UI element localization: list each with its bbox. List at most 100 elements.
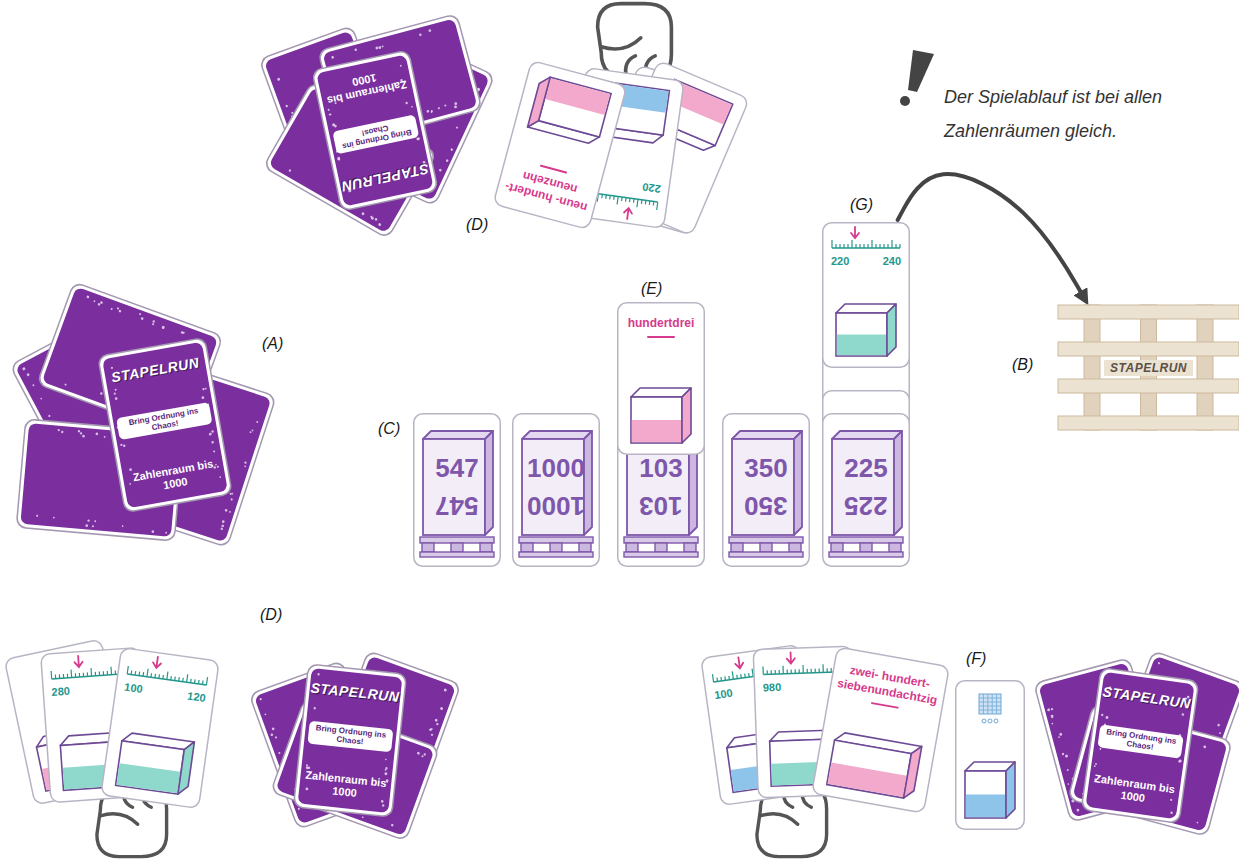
pallet-card: 10001000 <box>512 413 600 567</box>
card-dot <box>1094 765 1096 767</box>
pallet-block <box>860 543 872 552</box>
pallet-deck <box>624 537 698 543</box>
pallet-card: 225225 <box>822 413 910 567</box>
pallet-number: 350 <box>744 455 787 481</box>
box-fill <box>837 335 886 356</box>
box-side <box>528 75 551 129</box>
scale-number: 240 <box>883 255 901 267</box>
card-face <box>618 303 705 455</box>
card-dot <box>451 149 454 152</box>
card-dot <box>417 137 420 140</box>
card-dot <box>436 723 439 726</box>
box-fill <box>966 795 1005 818</box>
card-dot <box>381 799 384 802</box>
pallet-block <box>626 543 638 552</box>
card-dot <box>375 46 378 49</box>
card-dot <box>117 307 120 310</box>
card-art <box>822 413 910 567</box>
card-dot <box>259 698 262 701</box>
card-back: STAPELRUNBring Ordnung ins Chaos!Zahlenr… <box>293 663 408 818</box>
ruler-tick <box>70 670 72 678</box>
word-underline <box>541 166 566 173</box>
card-dot <box>229 493 232 496</box>
callout-letter: (B) <box>1012 356 1033 374</box>
card-dot <box>140 317 143 320</box>
card-dot <box>120 443 123 446</box>
card-art <box>722 413 810 567</box>
card-dot <box>32 384 35 387</box>
pallet-number: 103 <box>639 455 682 481</box>
ruler-tick <box>90 668 92 676</box>
ruler-tick <box>716 678 718 682</box>
grid-line <box>992 694 993 714</box>
card-face <box>101 648 219 809</box>
card-dot <box>354 48 357 51</box>
ruler-tick <box>641 200 643 204</box>
card-dot <box>431 733 434 736</box>
ruler-tick <box>187 674 188 682</box>
ruler-tick <box>629 198 631 202</box>
exclamation-dot <box>900 96 910 106</box>
ruler-tick <box>617 197 618 205</box>
card-dot <box>1050 714 1053 717</box>
card-dot <box>400 64 402 66</box>
card-dot <box>1051 723 1053 725</box>
card-dot <box>443 688 447 692</box>
card-dot <box>152 320 155 323</box>
number-line-card: 100120 <box>100 647 220 809</box>
card-dot <box>426 110 429 113</box>
card-dot <box>1076 808 1079 811</box>
grid-line <box>983 694 984 714</box>
ruler-tick <box>142 672 144 676</box>
number-word: hundertdrei <box>623 316 699 331</box>
board-logo: STAPELRUN <box>1104 360 1193 376</box>
ruler-tick <box>75 673 76 677</box>
pallet-number: 547 <box>435 493 478 519</box>
card-art <box>822 222 910 368</box>
card-dot <box>450 148 453 151</box>
ruler-tick <box>822 664 823 672</box>
ruler-tick <box>605 195 607 199</box>
scale-number: 220 <box>642 181 662 196</box>
ruler-tick <box>621 197 623 201</box>
pallet-block <box>480 543 492 552</box>
card-dot <box>337 158 339 160</box>
ruler-tick <box>855 244 856 248</box>
card-dot <box>251 429 253 431</box>
ruler-tick <box>649 201 651 205</box>
card-dot <box>61 431 64 434</box>
card-dot <box>264 713 266 715</box>
pallet-base <box>519 552 593 557</box>
card-dot <box>224 509 227 512</box>
grid-dot <box>994 719 998 723</box>
callout-letter: (F) <box>966 650 986 668</box>
box-front <box>732 439 794 535</box>
pallet-deck <box>420 537 494 543</box>
card-face <box>493 61 627 230</box>
ruler-tick <box>843 244 844 248</box>
card-edge <box>311 49 439 212</box>
box-side <box>682 388 691 443</box>
ruler-tick <box>895 244 896 248</box>
ruler-tick <box>724 676 726 680</box>
card-dot <box>440 707 444 711</box>
ruler-tick <box>811 669 812 673</box>
ruler-tick <box>601 194 603 198</box>
ruler-tick <box>859 244 860 248</box>
card-dot <box>444 104 447 107</box>
card-dot <box>378 223 382 227</box>
card-dot <box>1105 715 1108 718</box>
box-front <box>832 439 894 535</box>
ruler-tick <box>55 675 56 679</box>
ruler-tick <box>762 666 763 674</box>
card-dot <box>114 392 116 394</box>
ruler-pointer <box>152 656 161 668</box>
card-dot <box>362 816 364 818</box>
card-dot <box>417 752 421 756</box>
callout-letter: (C) <box>378 420 400 438</box>
card-dot <box>446 159 449 162</box>
card-dot <box>213 450 215 452</box>
card-back <box>102 342 228 508</box>
card-dot <box>288 169 291 172</box>
rule-note: Der Spielablauf ist bei allen Zahlenräum… <box>944 80 1236 148</box>
